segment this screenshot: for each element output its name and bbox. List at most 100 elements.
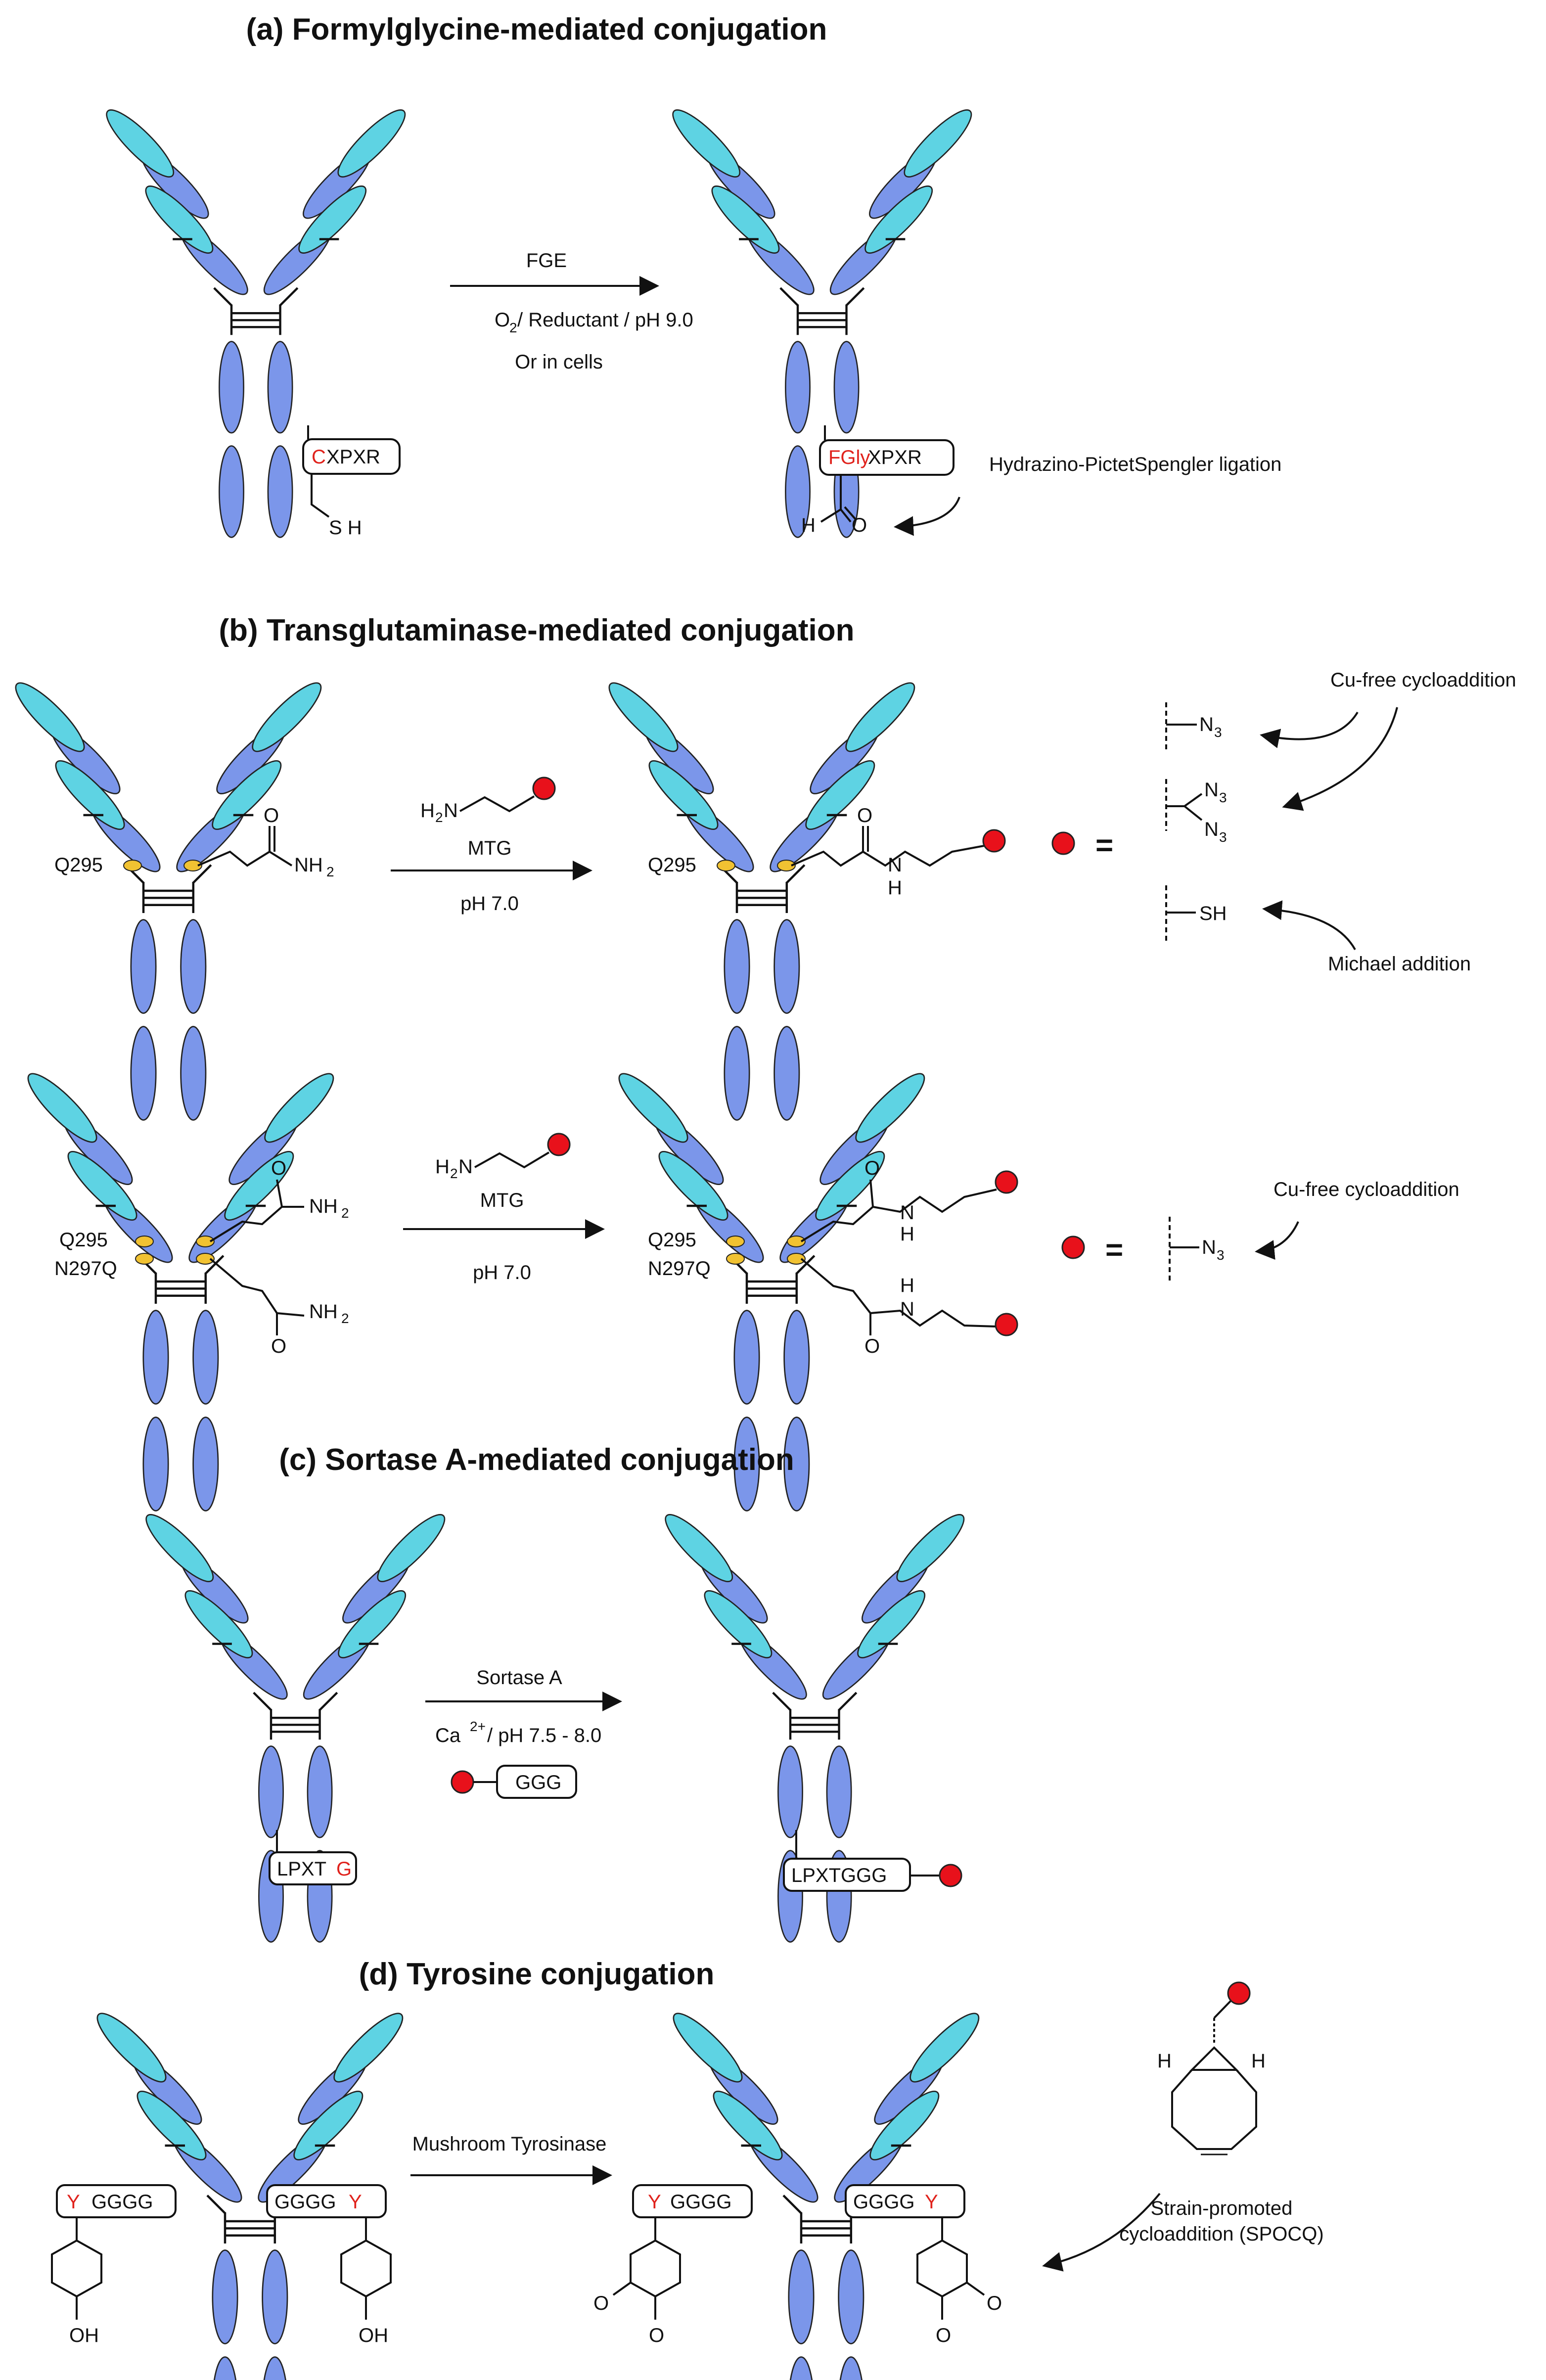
svg-text:H: H <box>420 800 435 822</box>
svg-text:3: 3 <box>1217 1247 1225 1263</box>
svg-text:H: H <box>900 1223 914 1245</box>
svg-text:Q295: Q295 <box>648 854 696 876</box>
svg-text:MTG: MTG <box>480 1190 524 1211</box>
tag-xpxr-right: XPXR <box>868 447 922 468</box>
svg-text:=: = <box>1105 1233 1123 1267</box>
peptide-tag-fgly <box>819 439 955 476</box>
svg-text:2: 2 <box>326 864 334 879</box>
o2-label: O <box>495 309 510 331</box>
svg-text:N: N <box>1204 819 1219 840</box>
svg-text:LPXT: LPXT <box>277 1858 326 1880</box>
svg-text:MTG: MTG <box>468 837 512 859</box>
svg-text:2+: 2+ <box>470 1719 486 1734</box>
svg-text:O: O <box>987 2292 1002 2314</box>
svg-text:H: H <box>435 1156 450 1178</box>
ggg-tag <box>496 1765 577 1799</box>
svg-text:O: O <box>864 1335 880 1357</box>
svg-text:3: 3 <box>1214 725 1222 740</box>
peptide-tag-lpxtg <box>269 1851 357 1885</box>
svg-text:GGGG: GGGG <box>670 2191 731 2213</box>
quinone-ring <box>630 2239 681 2298</box>
section-a-title: (a) Formylglycine-mediated conjugation <box>246 12 827 46</box>
svg-text:O: O <box>864 1157 880 1179</box>
section-b-title: (b) Transglutaminase-mediated conjugatio… <box>219 613 855 647</box>
svg-text:N: N <box>900 1202 914 1224</box>
cyclopropane-ring <box>1189 2046 1239 2071</box>
svg-text:/ pH 7.5 - 8.0: / pH 7.5 - 8.0 <box>487 1725 601 1746</box>
peptide-tag-ggggy-product <box>845 2184 965 2218</box>
in-cells-label: Or in cells <box>515 351 603 373</box>
svg-text:OH: OH <box>69 2325 99 2346</box>
svg-text:Y: Y <box>648 2191 661 2213</box>
svg-text:O: O <box>857 805 872 826</box>
svg-text:O: O <box>593 2292 609 2314</box>
aldehyde-h: H <box>801 514 816 536</box>
svg-text:Mushroom Tyrosinase: Mushroom Tyrosinase <box>412 2133 607 2155</box>
svg-text:H: H <box>900 1275 914 1296</box>
svg-text:O: O <box>264 805 279 826</box>
svg-text:pH 7.0: pH 7.0 <box>473 1262 531 1283</box>
svg-text:Cu-free cycloaddition: Cu-free cycloaddition <box>1273 1179 1459 1200</box>
peptide-tag-ygggg <box>56 2184 177 2218</box>
svg-text:H: H <box>1157 2050 1172 2072</box>
svg-text:N297Q: N297Q <box>648 1258 711 1280</box>
svg-text:Sortase A: Sortase A <box>476 1667 562 1689</box>
svg-text:GGGG: GGGG <box>91 2191 153 2213</box>
michael-label: Michael addition <box>1328 953 1471 975</box>
peptide-tag-ygggg-product <box>632 2184 753 2218</box>
svg-text:N: N <box>900 1298 914 1320</box>
svg-text:cycloaddition (SPOCQ): cycloaddition (SPOCQ) <box>1119 2223 1323 2245</box>
peptide-tag-cxpxr <box>302 438 401 475</box>
equals-sign: = <box>1095 828 1113 863</box>
svg-text:2: 2 <box>341 1205 349 1221</box>
svg-text:3: 3 <box>1219 829 1227 845</box>
svg-text:O: O <box>649 2325 664 2346</box>
svg-text:NH: NH <box>309 1195 338 1217</box>
svg-text:N: N <box>888 854 902 876</box>
svg-text:Q295: Q295 <box>59 1229 108 1251</box>
thiol-label: S H <box>329 517 362 539</box>
cyclooctyne-ring <box>1171 2069 1257 2150</box>
section-c-title: (c) Sortase A-mediated conjugation <box>279 1443 794 1477</box>
svg-text:3: 3 <box>1219 790 1227 805</box>
conditions-label: / Reductant / pH 9.0 <box>517 309 693 331</box>
svg-text:G: G <box>336 1858 352 1880</box>
glutamine-marker <box>123 860 142 871</box>
svg-text:OH: OH <box>359 2325 388 2346</box>
bcn-payload-dot <box>1227 1981 1251 2005</box>
o2-subscript: 2 <box>509 320 517 335</box>
svg-text:Y: Y <box>67 2191 80 2213</box>
section-d-title: (d) Tyrosine conjugation <box>359 1957 715 1991</box>
tag-c: C <box>312 446 326 468</box>
svg-text:N: N <box>458 1156 473 1178</box>
phenol-ring <box>51 2239 102 2298</box>
antibody-b1-left <box>8 675 328 1120</box>
svg-text:Strain-promoted: Strain-promoted <box>1151 2197 1293 2219</box>
svg-text:O: O <box>271 1335 286 1357</box>
aldehyde-o: O <box>852 514 867 536</box>
tag-xpxr: XPXR <box>326 446 380 468</box>
ligation-label: Hydrazino-PictetSpengler ligation <box>989 454 1281 475</box>
svg-text:O: O <box>936 2325 951 2346</box>
svg-text:GGGG: GGGG <box>853 2191 914 2213</box>
svg-text:N: N <box>1204 779 1219 801</box>
svg-text:H: H <box>888 877 902 899</box>
svg-text:NH: NH <box>309 1301 338 1323</box>
svg-text:2: 2 <box>341 1311 349 1326</box>
svg-text:NH: NH <box>294 854 323 876</box>
svg-text:2: 2 <box>450 1166 458 1181</box>
svg-text:2: 2 <box>435 810 443 825</box>
svg-text:H: H <box>1251 2050 1266 2072</box>
svg-text:N: N <box>444 800 458 822</box>
svg-text:Y: Y <box>925 2191 938 2213</box>
antibody-b1-right <box>601 675 922 1120</box>
svg-text:N: N <box>1202 1236 1216 1258</box>
svg-text:GGGG: GGGG <box>274 2191 336 2213</box>
svg-text:GGG: GGG <box>515 1772 561 1793</box>
q295-label: Q295 <box>54 854 103 876</box>
svg-text:N: N <box>1199 714 1214 735</box>
svg-text:pH 7.0: pH 7.0 <box>460 893 519 915</box>
fge-label: FGE <box>526 250 567 272</box>
payload-dot <box>532 777 556 800</box>
